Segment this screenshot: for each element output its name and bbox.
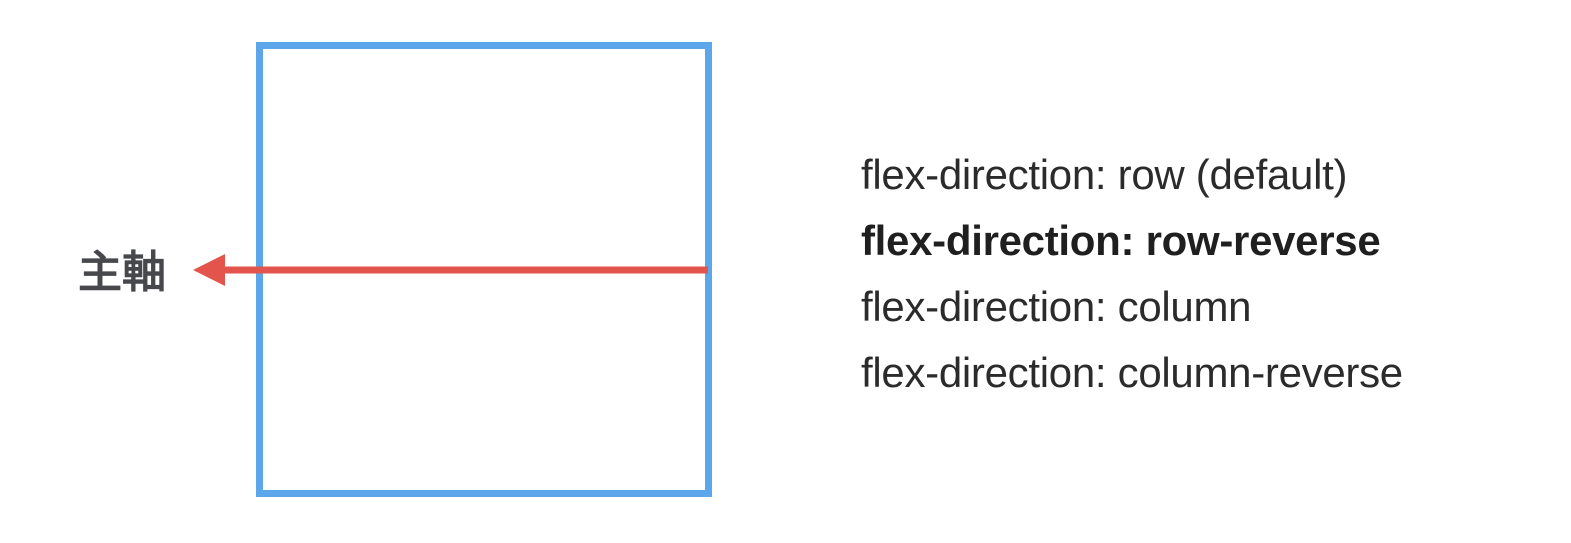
option-column: flex-direction: column bbox=[861, 283, 1252, 330]
flex-direction-options: flex-direction: row (default) flex-direc… bbox=[861, 142, 1403, 406]
option-row-reverse: flex-direction: row-reverse bbox=[861, 217, 1381, 264]
option-column-reverse: flex-direction: column-reverse bbox=[861, 349, 1403, 396]
option-row: flex-direction: row (default) bbox=[861, 151, 1348, 198]
main-axis-label: 主軸 bbox=[78, 247, 166, 298]
main-axis-arrow-head bbox=[193, 254, 225, 286]
